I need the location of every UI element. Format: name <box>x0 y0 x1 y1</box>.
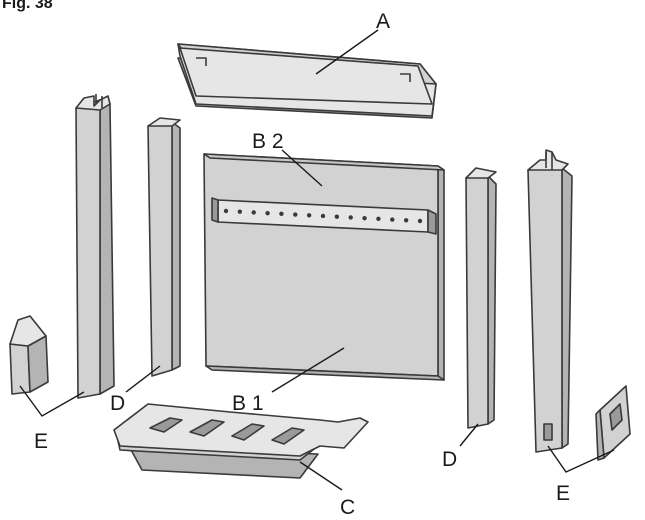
part-e-left-block <box>9 315 49 395</box>
vent-hole <box>251 210 256 215</box>
part-right-side-panel <box>527 149 573 453</box>
leader-e-left <box>19 385 85 417</box>
vent-strip <box>211 197 437 235</box>
label-d-left: D <box>110 392 125 415</box>
vent-hole <box>348 215 353 220</box>
vent-hole <box>417 218 423 224</box>
leader-d-left <box>125 365 161 393</box>
leader-e-right <box>547 445 615 473</box>
vent-hole <box>237 209 243 214</box>
label-a: A <box>376 10 390 33</box>
leader-d-right <box>459 423 479 447</box>
part-d-right-pillar <box>465 167 497 429</box>
leader-c <box>299 461 343 491</box>
leader-a <box>315 29 379 75</box>
part-b-back-wall <box>203 153 445 381</box>
vent-hole <box>306 213 312 218</box>
vent-hole <box>279 211 284 217</box>
part-c-bottom-tray <box>113 403 369 479</box>
part-d-left-pillar <box>147 117 181 377</box>
label-e-left: E <box>34 430 48 453</box>
vent-hole <box>334 214 340 219</box>
part-left-side-panel <box>75 94 115 399</box>
label-b1: B 1 <box>232 392 264 415</box>
part-a-top-plate <box>177 43 437 119</box>
figure-label: Fig. 38 <box>2 0 53 12</box>
vent-hole <box>362 215 367 221</box>
vent-hole <box>320 213 326 219</box>
label-d-right: D <box>442 448 457 471</box>
vent-hole <box>376 216 381 222</box>
part-e-right-bracket <box>595 385 631 461</box>
label-e-right: E <box>556 482 570 505</box>
vent-hole <box>223 208 229 214</box>
vent-hole <box>293 212 298 217</box>
leader-b2 <box>281 149 323 187</box>
vent-hole <box>403 218 409 223</box>
vent-hole <box>265 210 270 216</box>
leader-b1 <box>271 347 345 393</box>
label-b2: B 2 <box>252 130 284 153</box>
vent-hole <box>390 217 395 222</box>
label-c: C <box>340 496 355 519</box>
